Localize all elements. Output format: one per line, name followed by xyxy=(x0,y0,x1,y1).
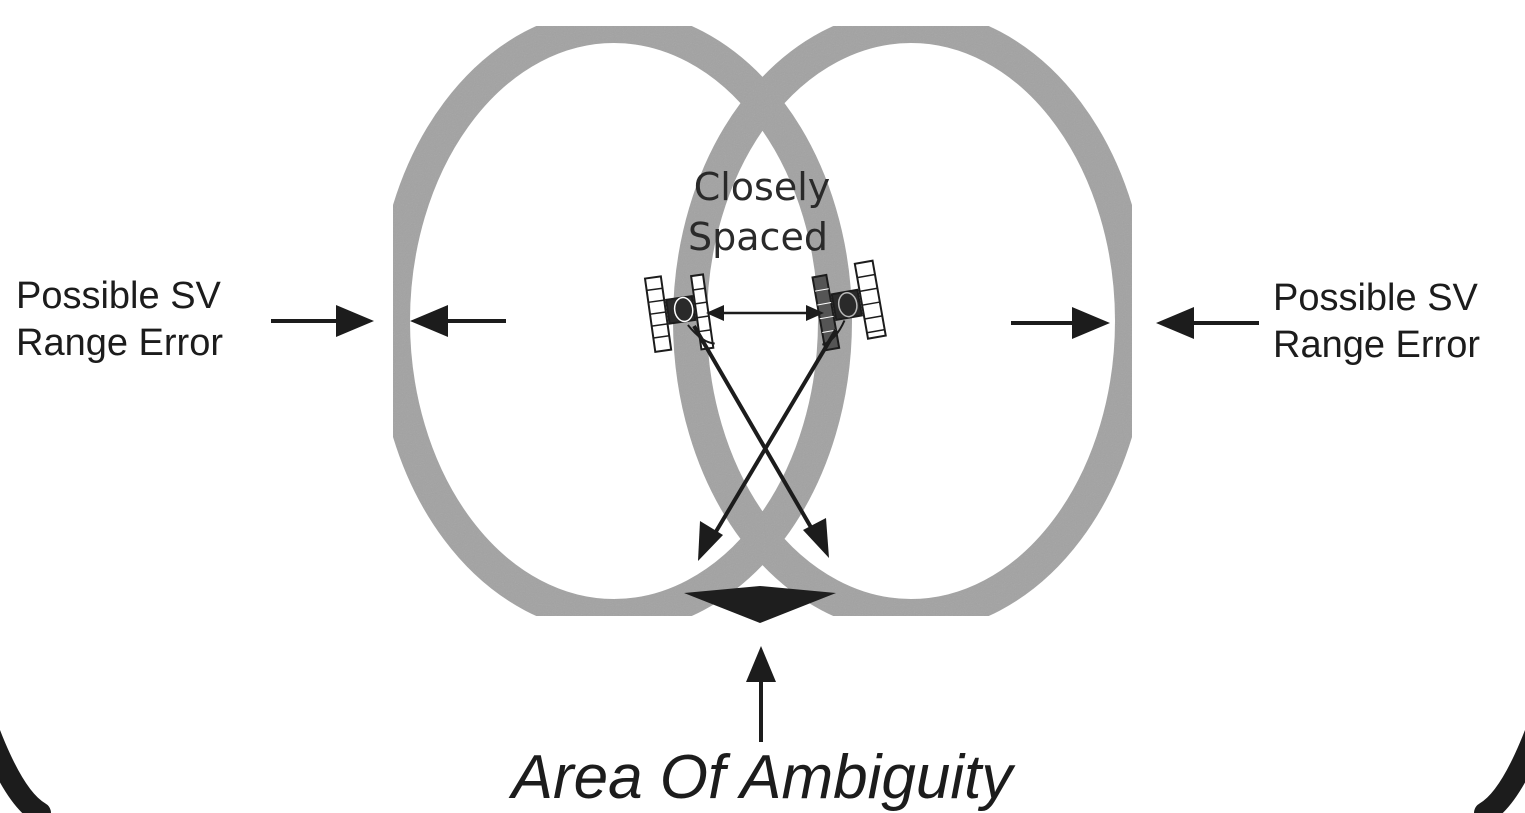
right-label-line2: Range Error xyxy=(1273,324,1480,366)
area-of-ambiguity-label: Area Of Ambiguity xyxy=(508,743,1017,812)
left-label-line2: Range Error xyxy=(16,322,223,364)
ambiguity-pointer-arrow xyxy=(746,646,776,742)
spacing-arrow xyxy=(706,305,824,321)
left-label-line1: Possible SV xyxy=(16,275,222,317)
right-label-line1: Possible SV xyxy=(1273,277,1479,319)
center-label-line2: Spaced xyxy=(688,215,828,259)
center-label-line1: Closely xyxy=(694,165,831,209)
